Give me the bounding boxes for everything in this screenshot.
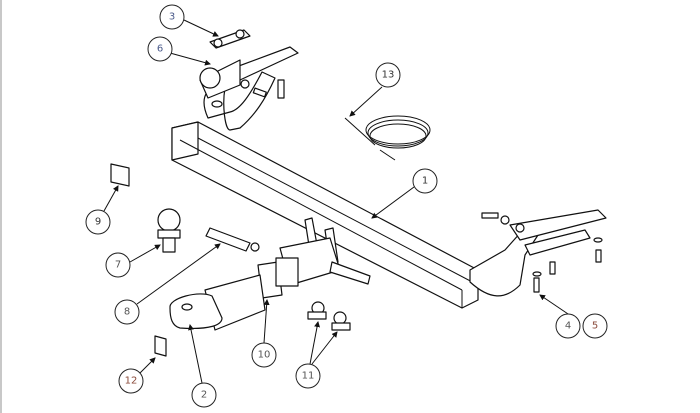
callout-10: 10 [251, 342, 277, 368]
callout-3: 3 [159, 4, 185, 30]
part-13-wiring-coil [344, 115, 431, 161]
svg-text:11: 11 [302, 371, 315, 382]
callout-8: 8 [114, 299, 140, 325]
left-border [0, 0, 2, 413]
callout-12: 12 [118, 368, 144, 394]
callout-9: 9 [85, 209, 111, 235]
svg-text:12: 12 [125, 376, 138, 387]
callout-7: 7 [105, 252, 131, 278]
svg-text:6: 6 [157, 44, 163, 55]
part-7-tow-ball [157, 208, 181, 253]
part-6-shackle [199, 67, 221, 89]
part-2-drawbar [169, 274, 266, 331]
part-left-bracket [199, 46, 299, 131]
svg-text:1: 1 [422, 176, 428, 187]
svg-text:10: 10 [258, 350, 271, 361]
svg-text:5: 5 [592, 321, 598, 332]
callout-13: 13 [375, 62, 401, 88]
part-3-clamp-plate [209, 29, 251, 49]
callout-5: 5 [582, 313, 608, 339]
part-right-bracket [481, 209, 607, 293]
svg-text:9: 9 [95, 217, 101, 228]
callout-2: 2 [191, 382, 217, 408]
part-crossbar [171, 121, 546, 309]
callout-4: 4 [555, 313, 581, 339]
callout-1: 1 [412, 168, 438, 194]
svg-text:13: 13 [382, 70, 395, 81]
callout-6: 6 [147, 36, 173, 62]
callout-11: 11 [295, 363, 321, 389]
svg-text:2: 2 [201, 390, 207, 401]
svg-text:8: 8 [124, 307, 130, 318]
part-9-sticker [110, 163, 130, 187]
part-8-pin [205, 227, 260, 252]
part-12-sticker [154, 335, 167, 357]
part-11-shackles [307, 301, 351, 331]
svg-text:3: 3 [169, 12, 175, 23]
leader-lines [103, 19, 575, 384]
svg-text:4: 4 [565, 321, 571, 332]
part-10-collar [257, 257, 299, 299]
svg-text:7: 7 [115, 260, 121, 271]
